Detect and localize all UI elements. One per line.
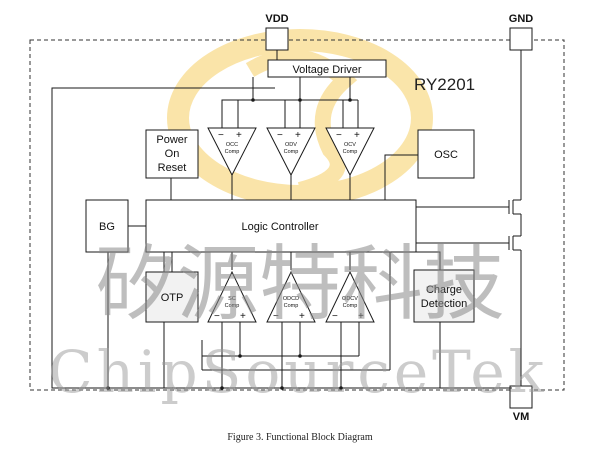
occ-comparator: − + OCC Comp [207,127,257,177]
svg-text:ODCV: ODCV [342,296,358,302]
svg-text:OCV: OCV [344,142,356,148]
odcv-comparator: − + ODCV Comp [325,270,375,323]
svg-text:ODV: ODV [285,142,297,148]
osc-label: OSC [434,149,458,161]
svg-text:+: + [299,311,305,322]
bg-label: BG [99,221,115,233]
osc-block: OSC [417,129,475,179]
logic-controller-label: Logic Controller [241,221,318,233]
svg-text:Comp: Comp [225,303,240,309]
svg-text:−: − [332,311,338,322]
vdd-pin-label: VDD [265,13,288,25]
voltage-driver-block: Voltage Driver [267,59,387,78]
odv-comparator: − + ODV Comp [266,127,316,177]
junction-dots [106,98,352,390]
svg-text:ODCD: ODCD [283,296,299,302]
gnd-pin-label: GND [509,13,534,25]
power-on-reset-block: Power On Reset [145,129,199,179]
svg-text:+: + [240,311,246,322]
svg-text:OCC: OCC [226,142,238,148]
svg-text:+: + [358,311,364,322]
odcd-comparator: − + ODCD Comp [266,270,316,323]
charge-detection-line-1: Charge [426,284,462,296]
otp-block: OTP [145,271,199,323]
voltage-driver-label: Voltage Driver [292,64,361,76]
otp-label: OTP [161,292,184,304]
svg-text:Comp: Comp [284,303,299,309]
por-line-1: Power [156,134,188,146]
por-line-3: Reset [158,162,187,174]
charge-detection-block: Charge Detection [413,269,475,323]
logic-controller-block: Logic Controller [145,199,417,253]
charge-detection-line-2: Detection [421,298,467,310]
svg-text:Comp: Comp [284,149,299,155]
svg-text:+: + [236,130,242,141]
svg-text:SC: SC [228,296,236,302]
gnd-pin: GND [509,13,534,51]
svg-text:Comp: Comp [225,149,240,155]
watermark-english: ChipSourceTek [48,338,548,406]
figure-caption: Figure 3. Functional Block Diagram [227,432,372,443]
watermark-chinese: 矽源特科技 [95,237,505,332]
svg-text:Comp: Comp [343,149,358,155]
sc-comparator: − + SC Comp [207,270,257,323]
model-label: RY2201 [414,75,475,94]
ocv-comparator: − + OCV Comp [325,127,375,177]
svg-text:+: + [295,130,301,141]
por-line-2: On [165,148,180,160]
svg-text:−: − [273,311,279,322]
vdd-pin: VDD [265,13,289,51]
svg-text:−: − [336,130,342,141]
svg-text:−: − [277,130,283,141]
svg-text:−: − [214,311,220,322]
svg-text:Comp: Comp [343,303,358,309]
svg-text:−: − [218,130,224,141]
svg-text:+: + [354,130,360,141]
bg-block: BG [85,199,129,253]
vm-pin-label: VM [513,411,530,423]
chip-boundary [29,39,565,391]
